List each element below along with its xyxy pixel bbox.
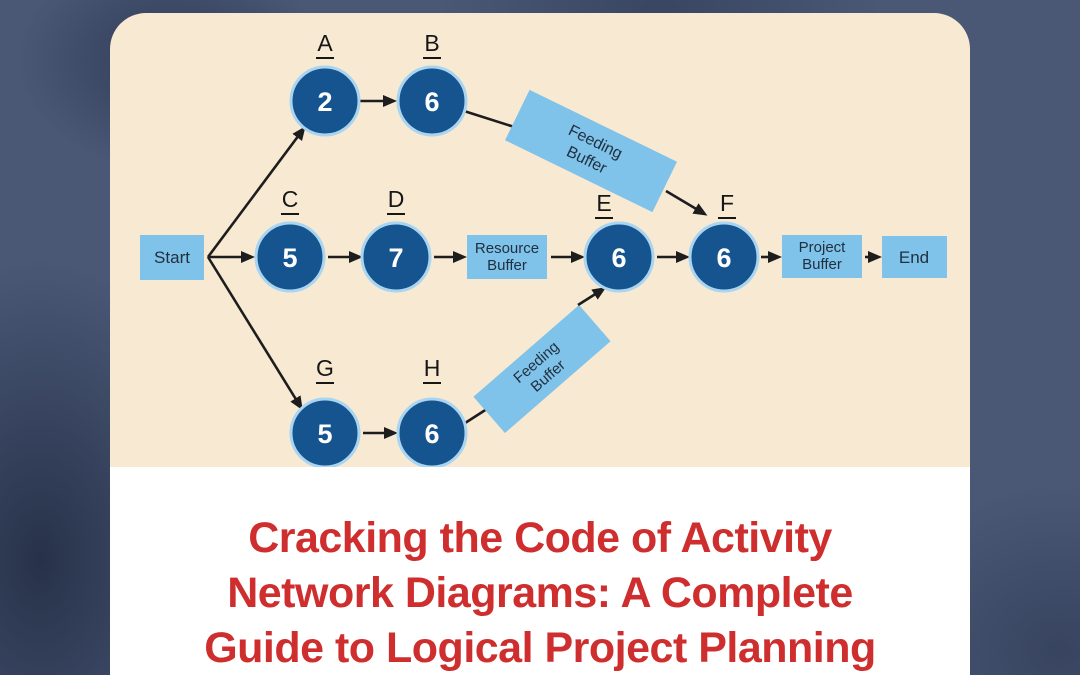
- node-b-letter: B: [424, 30, 439, 56]
- node-g-value: 5: [317, 419, 332, 449]
- node-h-letter: H: [424, 355, 441, 381]
- node-b-value: 6: [424, 87, 439, 117]
- node-d-value: 7: [388, 243, 403, 273]
- arrow-start-to-a: [206, 126, 306, 258]
- resource-buffer-label-line1: Resource: [475, 240, 539, 257]
- node-b-circle: [396, 65, 468, 137]
- node-e-letter: E: [596, 190, 611, 216]
- node-d-circle: [360, 221, 432, 293]
- feeding-buffer-top-box: [505, 89, 677, 213]
- resource-buffer-box: [467, 235, 547, 279]
- feeding-buffer-bottom-box: [473, 304, 611, 434]
- node-g-letter: G: [316, 355, 334, 381]
- arrow-start-to-g: [206, 256, 303, 411]
- title-line-1: Cracking the Code of Activity: [248, 514, 832, 562]
- node-h-value: 6: [424, 419, 439, 449]
- project-buffer-label-line2: Buffer: [802, 256, 842, 273]
- resource-buffer-label-line2: Buffer: [487, 257, 527, 274]
- node-c-value: 5: [282, 243, 297, 273]
- node-e-circle: [583, 221, 655, 293]
- node-c-circle: [254, 221, 326, 293]
- start-label: Start: [154, 248, 190, 267]
- page-title: Cracking the Code of Activity Network Di…: [110, 511, 970, 675]
- node-e-value: 6: [611, 243, 626, 273]
- node-f-letter: F: [720, 190, 734, 216]
- project-buffer-label-line1: Project: [799, 239, 847, 256]
- project-buffer-box: [782, 235, 862, 278]
- node-f-circle: [688, 221, 760, 293]
- node-c-letter: C: [282, 186, 299, 212]
- arrow-feeding-buffer-bottom-to-e: [577, 287, 607, 307]
- activity-network-diagram: Feeding Buffer Feeding Buffer: [140, 30, 947, 469]
- end-box: [882, 236, 947, 278]
- node-f-value: 6: [716, 243, 731, 273]
- diagram-card: Feeding Buffer Feeding Buffer: [110, 13, 970, 469]
- node-a-letter: A: [317, 30, 333, 56]
- feeding-buffer-bottom: Feeding Buffer: [473, 304, 611, 434]
- feeding-buffer-top: Feeding Buffer: [505, 89, 677, 213]
- end-label: End: [899, 248, 929, 267]
- arrow-feeding-buffer-top-to-f: [665, 189, 708, 216]
- node-a-circle: [289, 65, 361, 137]
- node-a-value: 2: [317, 87, 332, 117]
- start-box: [140, 235, 204, 280]
- title-line-3: Guide to Logical Project Planning: [204, 624, 876, 672]
- title-line-2: Network Diagrams: A Complete: [227, 569, 853, 617]
- node-d-letter: D: [388, 186, 405, 212]
- title-panel: Cracking the Code of Activity Network Di…: [110, 467, 970, 675]
